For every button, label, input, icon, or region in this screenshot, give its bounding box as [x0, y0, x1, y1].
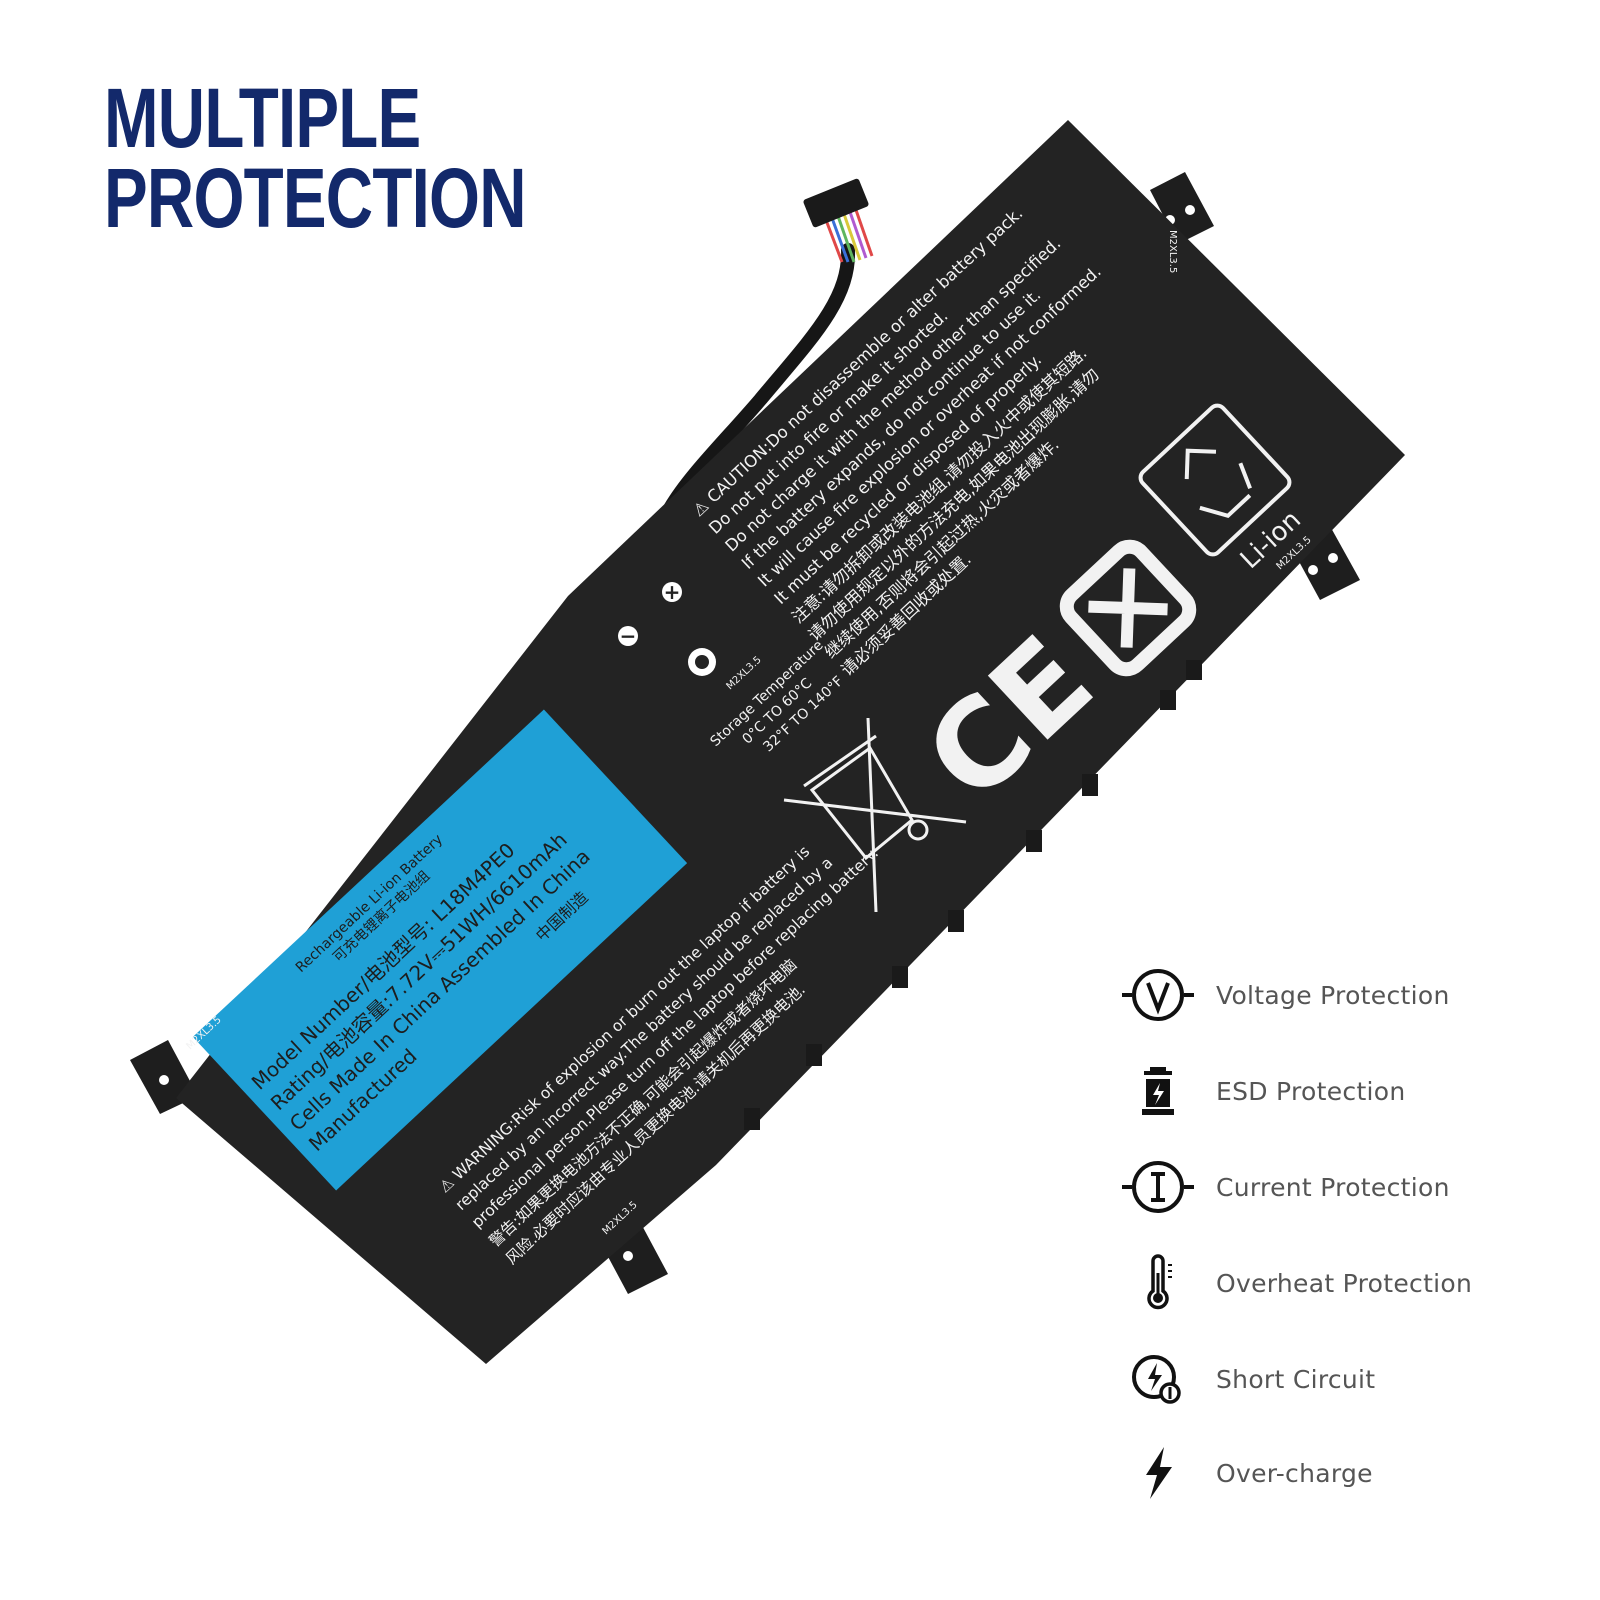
- current-i-icon: [1120, 1157, 1196, 1217]
- svg-text:+: +: [664, 580, 681, 604]
- esd-tower-icon: [1120, 1061, 1196, 1121]
- voltage-v-icon: [1120, 965, 1196, 1025]
- feature-overheat-protection: Overheat Protection: [1120, 1248, 1580, 1318]
- feature-voltage-protection: Voltage Protection: [1120, 960, 1580, 1030]
- thermometer-icon: [1120, 1253, 1196, 1313]
- feature-label: ESD Protection: [1216, 1076, 1406, 1106]
- battery-terminals: + −: [618, 580, 716, 676]
- feature-label: Short Circuit: [1216, 1364, 1376, 1394]
- feature-label: Current Protection: [1216, 1172, 1450, 1202]
- headline-line2: PROTECTION: [104, 151, 527, 245]
- headline-line1: MULTIPLE: [104, 71, 421, 165]
- feature-short-circuit: Short Circuit: [1120, 1344, 1580, 1414]
- svg-text:−: −: [620, 624, 637, 648]
- lightning-icon: [1120, 1443, 1196, 1503]
- feature-esd-protection: ESD Protection: [1120, 1056, 1580, 1126]
- feature-label: Overheat Protection: [1216, 1268, 1473, 1298]
- svg-text:M2XL3.5: M2XL3.5: [1167, 230, 1178, 273]
- feature-label: Voltage Protection: [1216, 980, 1450, 1010]
- recycle-mark-icon: [1059, 539, 1197, 677]
- feature-current-protection: Current Protection: [1120, 1152, 1580, 1222]
- feature-label: Over-charge: [1216, 1458, 1373, 1488]
- feature-over-charge: Over-charge: [1120, 1438, 1580, 1508]
- weee-bin-icon: [783, 717, 967, 913]
- short-circuit-icon: [1120, 1349, 1196, 1409]
- headline: MULTIPLE PROTECTION: [104, 71, 527, 245]
